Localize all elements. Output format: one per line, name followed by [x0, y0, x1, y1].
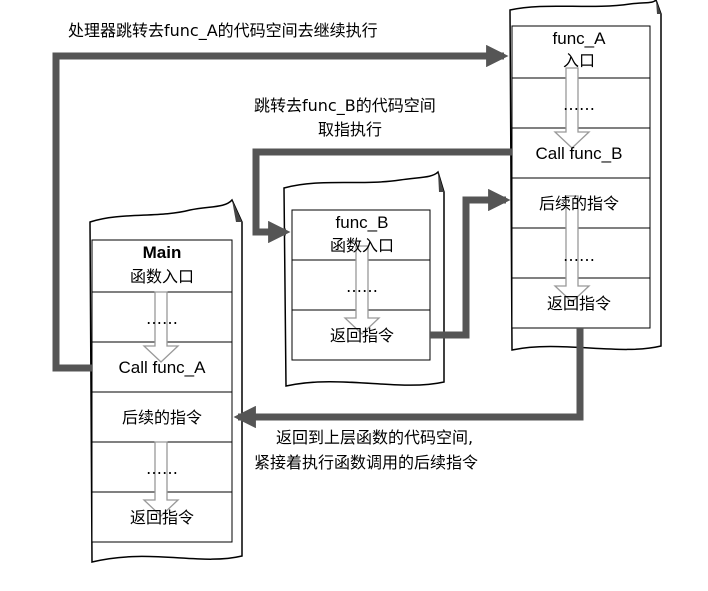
main-entry-label: 函数入口 — [130, 267, 194, 286]
func-a-inner-arrow-2 — [553, 195, 591, 303]
annotation-jump-to-func-a: 处理器跳转去func_A的代码空间去继续执行 — [68, 21, 378, 41]
main-inner-arrow-2 — [142, 441, 180, 517]
func-a-cell-after — [511, 177, 651, 229]
main-title: Main — [143, 243, 182, 262]
func-a-cell-entry — [511, 25, 651, 79]
func-a-title: func_A — [553, 29, 607, 48]
func-a-code-block: func_A 入口 …… Call func_B 后续的指令 …… 返回指令 — [509, 0, 662, 351]
func-a-entry-label: 入口 — [563, 51, 595, 70]
flow-arrow-func-a-return — [233, 328, 584, 429]
func-a-after-label: 后续的指令 — [539, 194, 619, 213]
func-a-dots2: …… — [563, 246, 595, 265]
main-dots1: …… — [146, 309, 178, 328]
func-b-inner-arrow — [343, 245, 381, 335]
func-b-title: func_B — [336, 213, 389, 232]
main-after-label: 后续的指令 — [122, 408, 202, 427]
func-a-inner-arrow-1 — [553, 67, 591, 149]
func-a-block-shadow — [656, 0, 661, 14]
annotation-return-line1: 返回到上层函数的代码空间, — [276, 428, 473, 447]
flow-arrow-func-b-return — [430, 188, 511, 339]
main-call-label: Call func_A — [119, 358, 207, 377]
main-inner-arrow-1 — [142, 291, 180, 363]
func-a-cell-dots2 — [511, 227, 651, 279]
func-a-dots1: …… — [563, 95, 595, 114]
func-b-code-block: func_B 函数入口 …… 返回指令 — [283, 170, 445, 387]
func-b-entry-label: 函数入口 — [330, 236, 394, 255]
flow-arrow-func-a-to-func-b — [252, 148, 512, 244]
main-block-shadow — [232, 200, 242, 222]
func-b-block-shadow — [438, 172, 444, 192]
main-code-block: Main 函数入口 …… Call func_A 后续的指令 …… 返回指令 — [89, 198, 243, 563]
main-cell-entry — [91, 239, 233, 293]
func-a-call-label: Call func_B — [536, 144, 623, 163]
annotation-return-line2: 紧接着执行函数调用的后续指令 — [254, 453, 478, 472]
func-b-dots: …… — [346, 277, 378, 296]
annotation-jump-to-func-b-line1: 跳转去func_B的代码空间 — [254, 96, 436, 116]
func-b-ret-label: 返回指令 — [330, 326, 394, 345]
func-a-ret-label: 返回指令 — [547, 294, 611, 313]
annotation-jump-to-func-b-line2: 取指执行 — [318, 120, 382, 139]
main-ret-label: 返回指令 — [130, 508, 194, 527]
flow-arrow-main-to-func-a — [52, 44, 509, 372]
main-dots2: …… — [146, 459, 178, 478]
